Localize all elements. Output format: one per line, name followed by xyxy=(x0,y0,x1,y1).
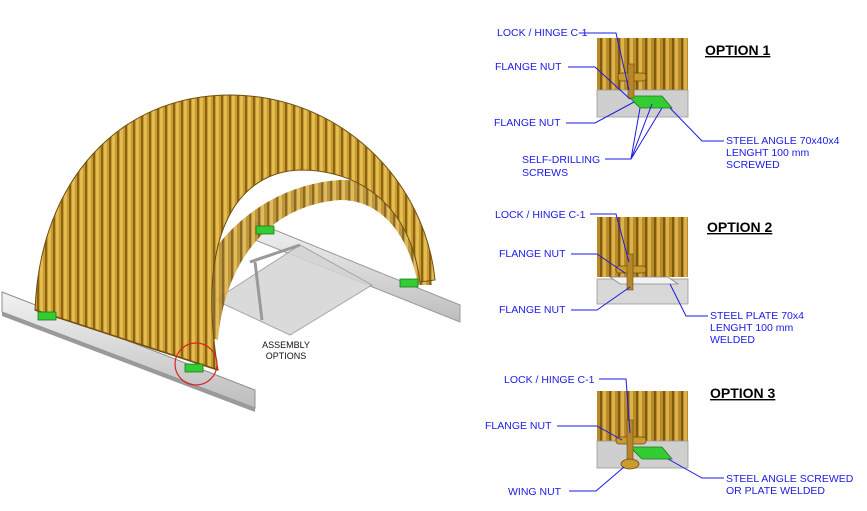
option-3-wing-label: WING NUT xyxy=(508,486,562,498)
option-3-wing-nut xyxy=(620,458,640,470)
option-2-detail xyxy=(596,217,689,305)
option-3-detail xyxy=(596,391,689,470)
option-1-flange-top-label: FLANGE NUT xyxy=(495,61,562,73)
bracket-front-left xyxy=(37,311,57,321)
option-2-flange-bottom-label: FLANGE NUT xyxy=(499,304,566,316)
arch-inner xyxy=(185,179,432,340)
option-3-lock-label: LOCK / HINGE C-1 xyxy=(504,374,595,386)
option-3-part-label-1: STEEL ANGLE SCREWED xyxy=(726,473,854,485)
assembly-options-label-1: ASSEMBLY xyxy=(262,340,310,350)
option-2-plate xyxy=(608,276,680,285)
option-3-flange-top-label: FLANGE NUT xyxy=(485,420,552,432)
inner-frame xyxy=(213,244,373,336)
option-1-angle xyxy=(627,95,673,109)
option-1-flange-bottom-label: FLANGE NUT xyxy=(494,117,561,129)
option-1-part-label-1: STEEL ANGLE 70x40x4 xyxy=(726,135,840,147)
option-1-lock-label: LOCK / HINGE C-1 xyxy=(497,27,588,39)
detail-highlight-circle xyxy=(174,342,218,386)
option-1-title: OPTION 1 xyxy=(705,42,771,58)
option-2-flange-top-label: FLANGE NUT xyxy=(499,248,566,260)
option-2-title: OPTION 2 xyxy=(707,219,773,235)
option-3-title: OPTION 3 xyxy=(710,385,776,401)
option-3-angle xyxy=(629,446,673,460)
arch-shell xyxy=(34,94,436,371)
option-1-detail xyxy=(596,38,689,118)
option-2-part-label-1: STEEL PLATE 70x4 xyxy=(710,310,804,322)
option-1-screws-label-2: SCREWS xyxy=(522,167,568,179)
option-2-part-label-2: LENGHT 100 mm xyxy=(710,322,793,334)
assembly-options-label-2: OPTIONS xyxy=(266,351,307,361)
bracket-back-right xyxy=(399,278,419,288)
bracket-front-right xyxy=(184,363,204,373)
assembly-3d-view xyxy=(1,94,461,412)
bracket-back-left xyxy=(255,225,275,235)
option-1-part-label-3: SCREWED xyxy=(726,159,780,171)
option-2-part-label-3: WELDED xyxy=(710,334,755,346)
option-3-part-label-2: OR PLATE WELDED xyxy=(726,485,825,497)
option-1-part-label-2: LENGHT 100 mm xyxy=(726,147,809,159)
option-2-lock-label: LOCK / HINGE C-1 xyxy=(495,209,586,221)
option-1-screws-label-1: SELF-DRILLING xyxy=(522,154,600,166)
